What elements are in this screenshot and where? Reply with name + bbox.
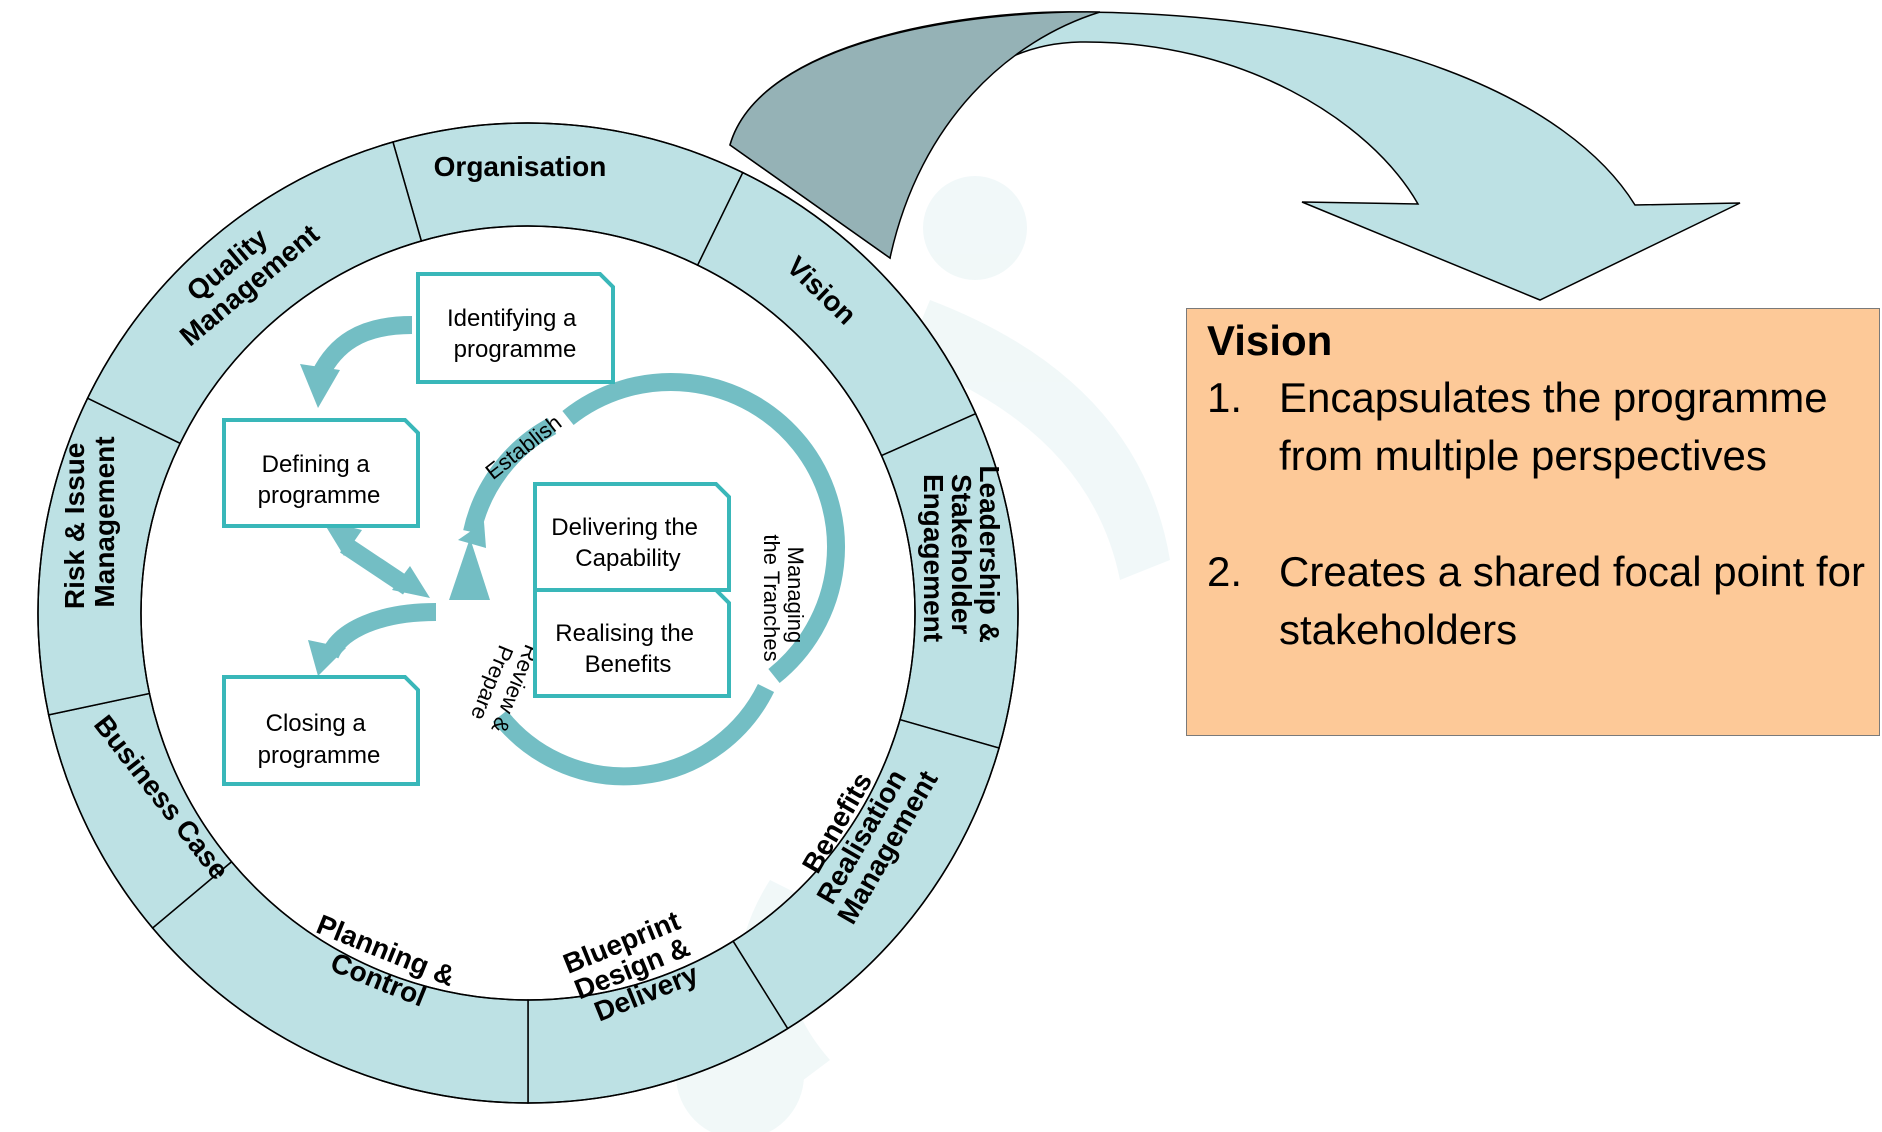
callout-item-1: 1. Encapsulates the programme from multi… (1207, 369, 1879, 485)
arrowhead-to-cycle (392, 566, 430, 598)
cycle-label-review-prepare: Review & Prepare (462, 632, 545, 742)
svg-text:Realising the Benefits: Realising the Benefits (555, 620, 700, 678)
svg-text:Delivering the Capabilit: Delivering the Capability (551, 514, 704, 572)
theme-leadership-stakeholder-engagement[interactable]: Leadership & Stakeholder Engagement (918, 465, 1005, 650)
callout-item-2: 2. Creates a shared focal point for stak… (1207, 543, 1879, 659)
callout-item-1-number: 1. (1207, 374, 1243, 421)
vision-callout: Vision 1. Encapsulates the programme fro… (1186, 308, 1880, 736)
process-flow-arrows (300, 316, 437, 676)
arrowhead-cycle-up (449, 538, 490, 600)
callout-item-1-text: Encapsulates the programme from multiple… (1279, 374, 1828, 479)
theme-organisation[interactable]: Organisation (434, 151, 607, 182)
theme-risk-issue-management[interactable]: Risk & Issue Management (59, 435, 120, 609)
process-box-defining[interactable]: Defining a programme (222, 418, 420, 528)
callout-list: 1. Encapsulates the programme from multi… (1207, 369, 1879, 659)
svg-text:Identifying a programme: Identifying a programme (447, 305, 583, 363)
callout-item-2-text: Creates a shared focal point for stakeho… (1279, 548, 1865, 653)
ring-segment-organisation[interactable] (392, 122, 744, 267)
arrowhead-to-defining-back (322, 520, 362, 556)
arrowhead-to-defining (300, 364, 340, 408)
process-box-delivering-capability[interactable]: Delivering the Capability (533, 482, 731, 592)
cycle-label-managing-tranches: Managing the Tranches (759, 534, 808, 661)
process-box-identifying[interactable]: Identifying a programme (416, 272, 615, 384)
theme-labels: Organisation Vision Leadership & Stakeho… (59, 151, 1005, 1027)
callout-item-2-number: 2. (1207, 548, 1243, 595)
cycle-label-establish: Establish (481, 410, 567, 485)
process-box-realising-benefits[interactable]: Realising the Benefits (533, 588, 731, 698)
ring-segment-planning[interactable] (151, 860, 529, 1104)
svg-text:Defining a programme: Defining a programme (258, 451, 381, 509)
arrowhead-cycle-small (458, 522, 486, 548)
pointer-arrow (729, 11, 1741, 301)
callout-title: Vision (1207, 317, 1333, 364)
process-box-closing[interactable]: Closing a programme (222, 675, 420, 786)
svg-text:Closing a programme: Closing a programme (258, 710, 381, 769)
themes-ring (37, 122, 1019, 1104)
arrowhead-to-closing (308, 640, 346, 676)
